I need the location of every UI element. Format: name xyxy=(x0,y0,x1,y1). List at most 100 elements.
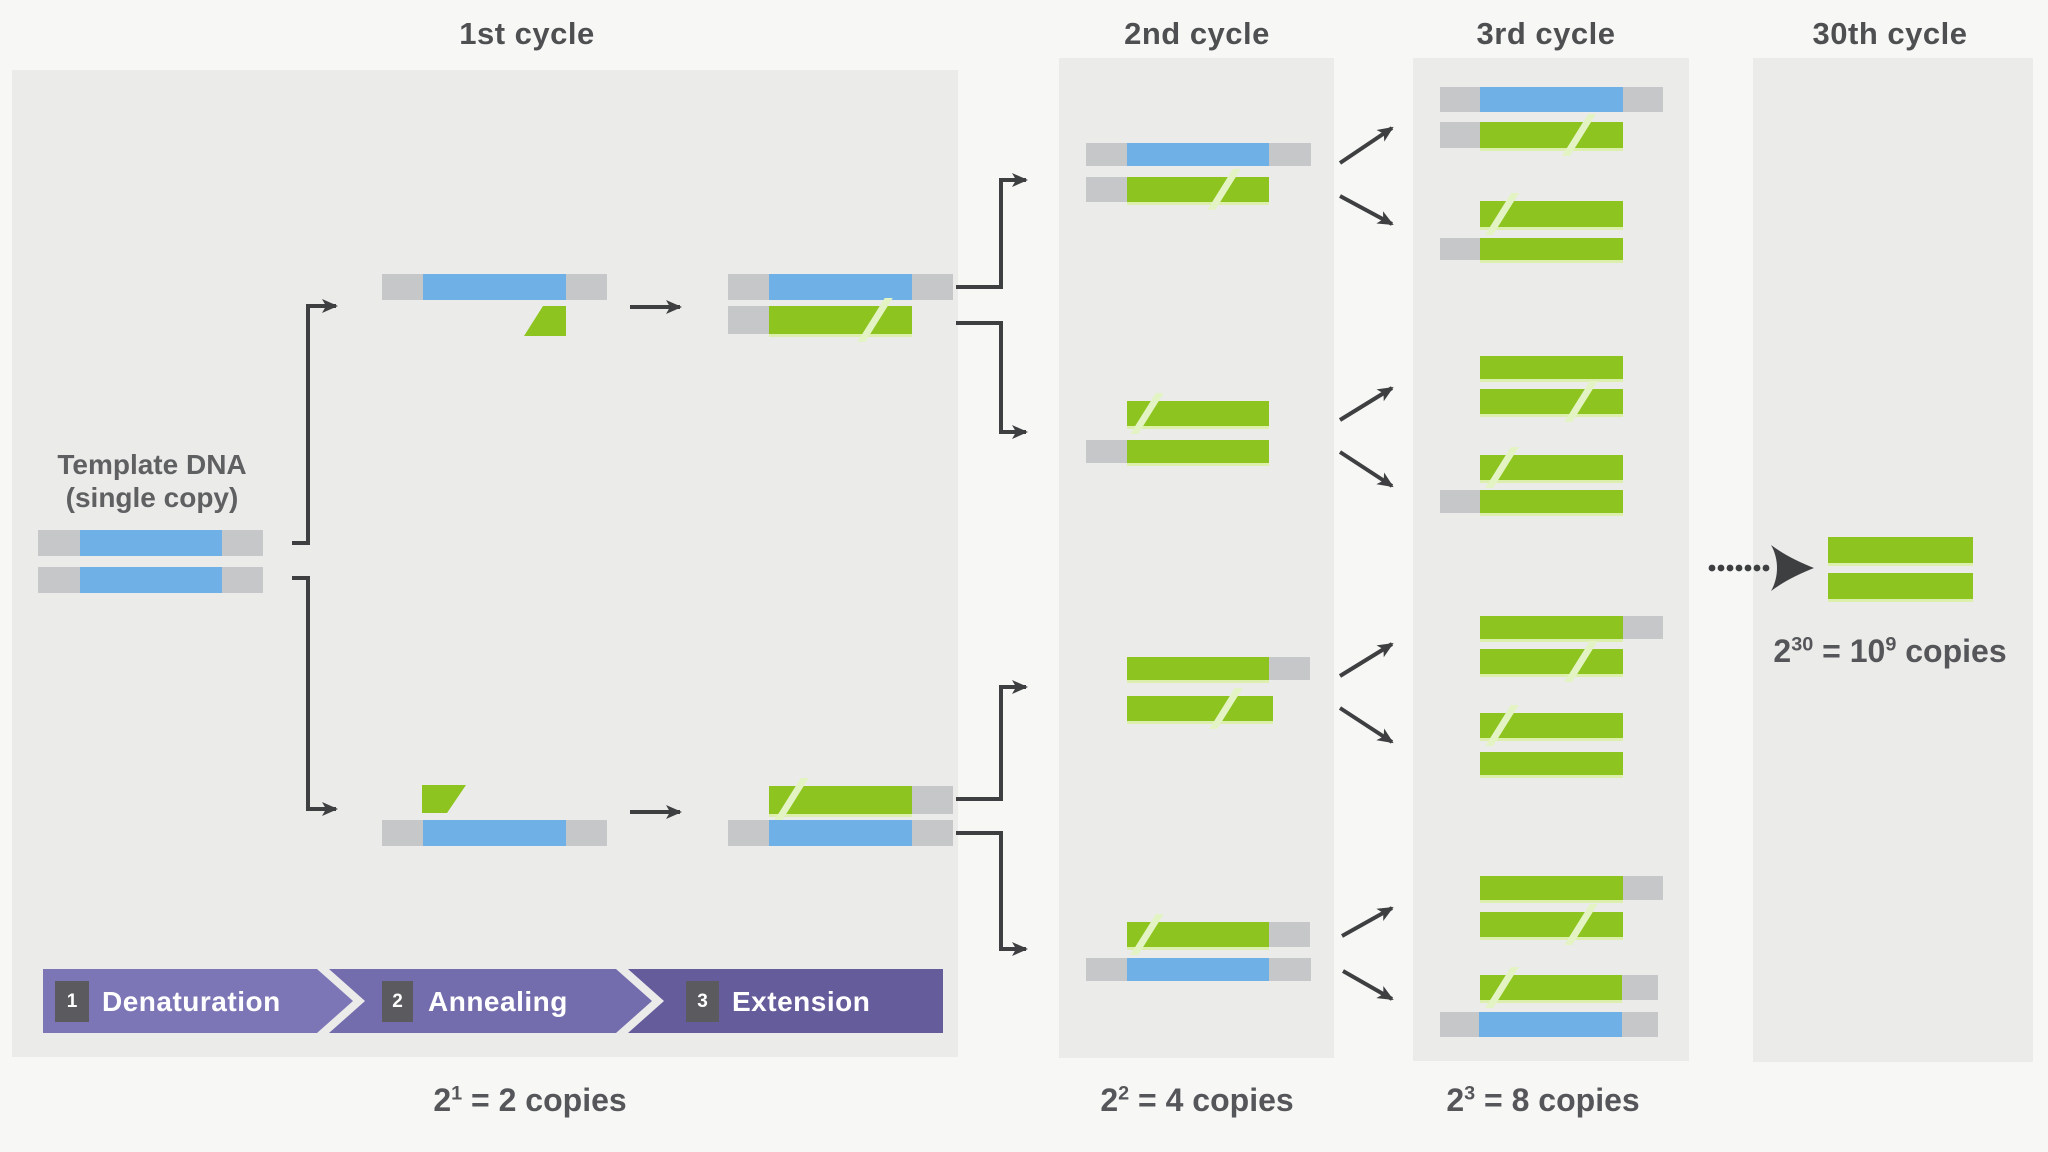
c1-anneal-bot-blue-blue-segment xyxy=(423,820,566,846)
cycle-2-title: 2nd cycle xyxy=(1124,16,1270,51)
copies-1-sup: 1 xyxy=(451,1082,463,1105)
flow-arrow-11 xyxy=(1338,386,1394,422)
c3-p1-green xyxy=(1440,114,1623,156)
c1-ext-bot-blue-blue-segment xyxy=(769,820,912,846)
copies-3-base: 2 xyxy=(1446,1082,1465,1118)
flow-arrow-2 xyxy=(292,576,338,816)
c1-ext-bot-green-green-segment xyxy=(769,778,912,822)
dotted-arrow-dot-1 xyxy=(1708,564,1716,572)
process-step-label-annealing: Annealing xyxy=(428,986,568,1017)
c2-p3-green-slash-nick-slash xyxy=(1209,688,1243,729)
copies-3-rest: = 8 copies xyxy=(1475,1082,1640,1118)
c3-p4-green-green-segment xyxy=(1480,490,1623,513)
c2-p1-green xyxy=(1086,169,1269,210)
c3-p1-green-green-segment xyxy=(1480,114,1623,156)
c2-p2-green-green-segment xyxy=(1127,440,1269,463)
dotted-arrow-dot-6 xyxy=(1753,564,1761,572)
flow-arrow-6 xyxy=(956,321,1028,439)
template-strand-top-blue-segment xyxy=(80,530,222,556)
c3-p1-blue-blue-segment xyxy=(1480,87,1623,112)
copies-3-sup: 3 xyxy=(1464,1082,1476,1105)
c3-p3-green-slash-nick-slash xyxy=(1564,381,1598,422)
c3-p3-green-green-segment xyxy=(1480,356,1623,379)
c3-p6-green-slash xyxy=(1480,705,1623,746)
flow-arrow-10 xyxy=(1339,194,1394,226)
c3-p1-green-gray-segment xyxy=(1440,122,1480,148)
c2-p3-green-slash xyxy=(1127,688,1273,729)
c3-p6-green-slash-nick-slash xyxy=(1485,705,1519,746)
flow-arrow-12 xyxy=(1338,450,1394,488)
c1-anneal-bot-blue xyxy=(382,820,607,846)
c2-p2-green-slash xyxy=(1127,393,1269,434)
copies-30-mid: = 10 xyxy=(1813,633,1886,669)
c3-p2-green xyxy=(1440,238,1623,260)
c3-p2-green-green-segment xyxy=(1480,238,1623,260)
dotted-arrow-head xyxy=(1771,545,1814,591)
dotted-arrow-dot-3 xyxy=(1726,564,1734,572)
copies-30-rest: copies xyxy=(1896,633,2007,669)
template-strand-top xyxy=(38,530,263,556)
flow-arrow-16 xyxy=(1342,969,1394,1001)
c1-ext-top-blue xyxy=(728,274,953,300)
c30-strand-bottom xyxy=(1828,573,1973,599)
c2-p1-green-gray-segment xyxy=(1086,177,1127,202)
c3-p7-green-green-segment xyxy=(1480,876,1623,900)
flow-arrow-8 xyxy=(956,831,1028,956)
copies-30-sup2: 9 xyxy=(1885,633,1897,656)
template-strand-bottom-blue-segment xyxy=(80,567,222,593)
c3-p4-green xyxy=(1440,490,1623,513)
c2-p2-green-slash-green-segment xyxy=(1127,393,1269,434)
c3-p4-green-gray-segment xyxy=(1440,490,1480,513)
c3-p1-blue xyxy=(1440,87,1663,112)
cycle-3-copies-label: 23 = 8 copies xyxy=(1333,1082,1753,1119)
c3-p2-green-slash-green-segment xyxy=(1480,193,1623,235)
cycle-1-title: 1st cycle xyxy=(459,16,595,51)
flow-arrow-14 xyxy=(1338,706,1394,744)
cycle-1-copies-label: 21 = 2 copies xyxy=(320,1082,740,1119)
copies-2-rest: = 4 copies xyxy=(1129,1082,1294,1118)
process-step-number-2: 2 xyxy=(382,981,413,1022)
template-dna-label-line1: Template DNA xyxy=(57,449,247,480)
c3-p7-green-slash-nick-slash xyxy=(1564,904,1598,945)
copies-30-sup1: 30 xyxy=(1791,633,1814,656)
c3-p7-green-gray-segment xyxy=(1623,876,1663,900)
template-dna-label: Template DNA (single copy) xyxy=(27,448,277,514)
flow-arrow-5 xyxy=(956,173,1028,289)
c2-p3-green-green-segment xyxy=(1127,657,1269,680)
copies-1-rest: = 2 copies xyxy=(462,1082,627,1118)
c2-p1-green-nick-slash xyxy=(1207,169,1241,210)
c1-ext-top-green-nick-slash xyxy=(857,298,893,342)
c2-p4-green-slash-nick-slash xyxy=(1130,914,1164,955)
c2-p4-blue-blue-segment xyxy=(1127,958,1269,981)
dotted-arrow-dot-2 xyxy=(1717,564,1725,572)
c3-p8-blue-blue-segment xyxy=(1479,1012,1622,1037)
flow-arrow-7 xyxy=(956,680,1028,801)
cycle-2-copies-label: 22 = 4 copies xyxy=(987,1082,1407,1119)
c1-anneal-top-blue xyxy=(382,274,607,300)
flow-arrow-13 xyxy=(1338,642,1394,678)
c3-p8-green-slash-gray-segment xyxy=(1622,975,1658,1000)
cycle-30-title: 30th cycle xyxy=(1812,16,1968,51)
c3-p7-green-slash xyxy=(1480,904,1623,945)
c3-p1-green-nick-slash xyxy=(1561,114,1597,156)
c2-p1-blue-blue-segment xyxy=(1127,143,1269,166)
dotted-arrow-dot-5 xyxy=(1744,564,1752,572)
c2-p4-green-slash-gray-segment xyxy=(1269,922,1310,947)
cycle-30-copies-label: 230 = 109 copies xyxy=(1680,633,2048,670)
cycle-3-title: 3rd cycle xyxy=(1476,16,1616,51)
c3-p4-green-slash-green-segment xyxy=(1480,447,1623,488)
c3-p2-green-slash xyxy=(1480,193,1623,235)
flow-arrow-1 xyxy=(292,299,338,545)
copies-1-base: 2 xyxy=(433,1082,452,1118)
process-step-number-1: 1 xyxy=(55,981,89,1022)
c3-p3-green-slash-green-segment xyxy=(1480,381,1623,422)
c1-ext-bot-green-nick-slash xyxy=(773,778,809,822)
panel-cycle-1 xyxy=(12,70,958,1057)
panel-cycle-2 xyxy=(1059,58,1334,1058)
template-dna-label-line2: (single copy) xyxy=(65,482,239,513)
c3-p4-green-slash-nick-slash xyxy=(1485,447,1519,488)
c2-p4-green-slash xyxy=(1127,914,1310,955)
c2-p3-green-slash-green-segment xyxy=(1127,688,1273,729)
flow-arrow-15 xyxy=(1341,906,1394,938)
c3-p7-green-slash-green-segment xyxy=(1480,904,1623,945)
